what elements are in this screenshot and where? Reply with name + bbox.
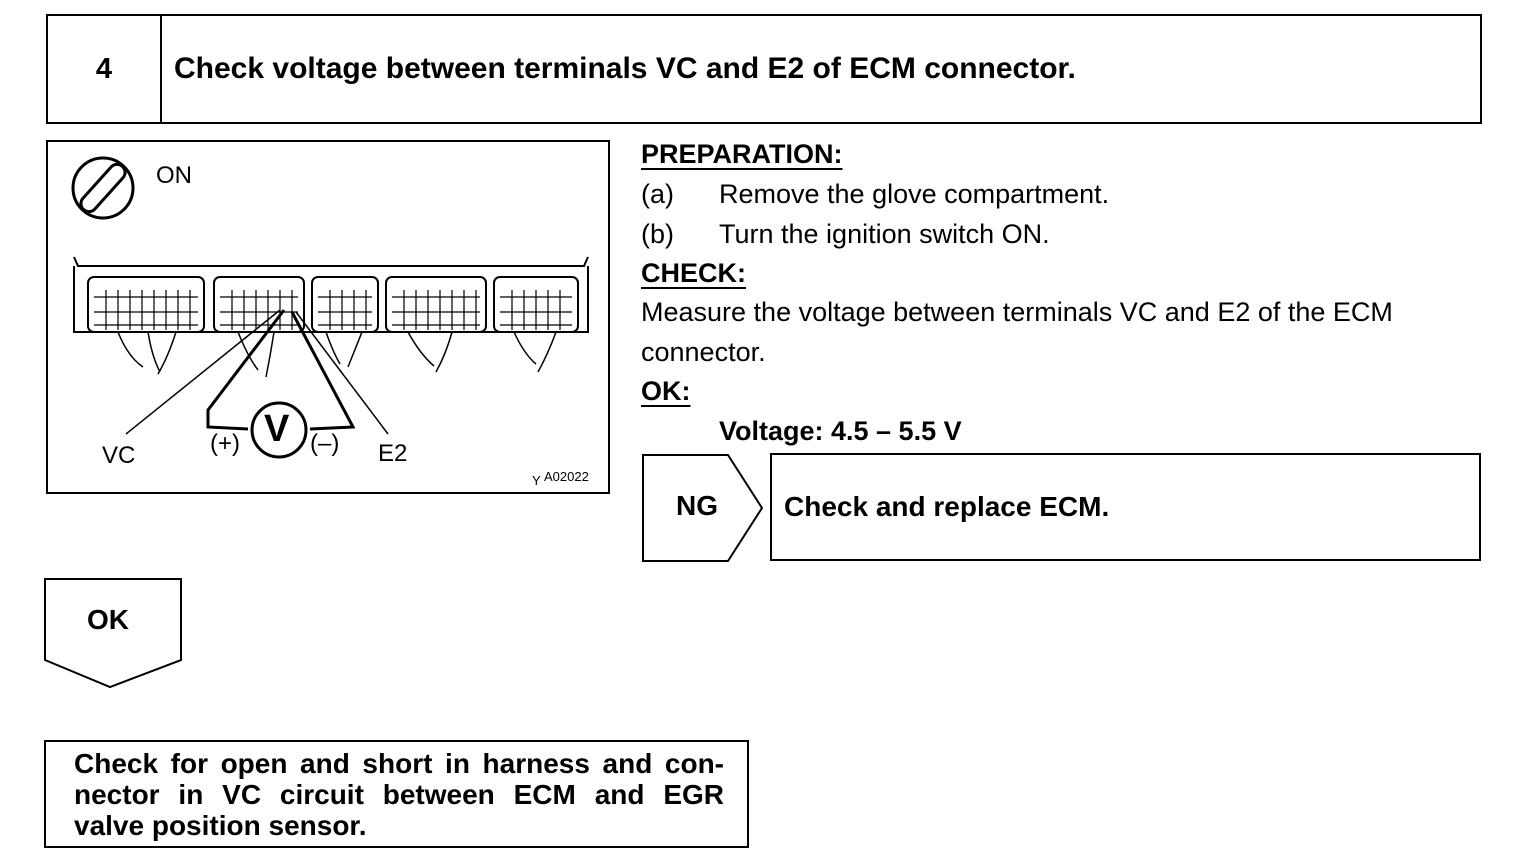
prep-step-b-text: Turn the ignition switch ON. bbox=[719, 219, 1050, 249]
ng-label: NG bbox=[676, 490, 718, 521]
figure-code: A02022 bbox=[544, 469, 589, 484]
terminal-vc-label: VC bbox=[102, 442, 136, 469]
prep-step-a-text: Remove the glove compartment. bbox=[719, 179, 1110, 209]
ecm-connector-body bbox=[73, 256, 589, 378]
ng-result-text: Check and replace ECM. bbox=[784, 491, 1110, 522]
step-header: 4 Check voltage between terminals VC and… bbox=[46, 14, 1482, 124]
voltmeter-icon bbox=[250, 401, 308, 459]
check-text-line1: Measure the voltage between terminals VC… bbox=[641, 297, 1393, 327]
step-title: Check voltage between terminals VC and E… bbox=[174, 52, 1076, 85]
prep-step-b-marker: (b) bbox=[641, 219, 674, 249]
voltmeter-symbol: V bbox=[264, 408, 290, 450]
prep-step-a-marker: (a) bbox=[641, 179, 674, 209]
negative-lead-label: (–) bbox=[310, 430, 340, 457]
ok-branch-arrow bbox=[44, 578, 182, 689]
ng-result-box: Check and replace ECM. bbox=[770, 453, 1481, 561]
ignition-key-icon bbox=[71, 156, 135, 220]
prep-step-b: (b) Turn the ignition switch ON. bbox=[641, 221, 1050, 248]
figure-code-prefix: Y bbox=[532, 473, 541, 488]
check-heading: CHECK: bbox=[641, 258, 746, 288]
ok-label: OK bbox=[87, 604, 129, 635]
voltage-spec: Voltage: 4.5 – 5.5 V bbox=[719, 416, 962, 446]
positive-lead-label: (+) bbox=[210, 430, 240, 457]
terminal-leader-lines bbox=[125, 309, 389, 435]
step-number: 4 bbox=[48, 16, 162, 122]
terminal-e2-label: E2 bbox=[378, 440, 408, 467]
connector-diagram bbox=[71, 156, 589, 459]
voltmeter-leads bbox=[206, 309, 356, 431]
prep-step-a: (a) Remove the glove compartment. bbox=[641, 181, 1109, 208]
ng-branch-arrow bbox=[642, 454, 764, 562]
ignition-on-label: ON bbox=[156, 162, 192, 189]
next-step-box: Check for open and short in harness and … bbox=[44, 740, 749, 848]
preparation-heading: PREPARATION: bbox=[641, 139, 843, 169]
next-step-text: Check for open and short in harness and … bbox=[74, 748, 724, 841]
check-text-line2: connector. bbox=[641, 337, 766, 367]
ecm-connector-figure: ON VC E2 (+) (–) V Y A02022 bbox=[46, 140, 610, 494]
ok-heading: OK: bbox=[641, 376, 691, 406]
